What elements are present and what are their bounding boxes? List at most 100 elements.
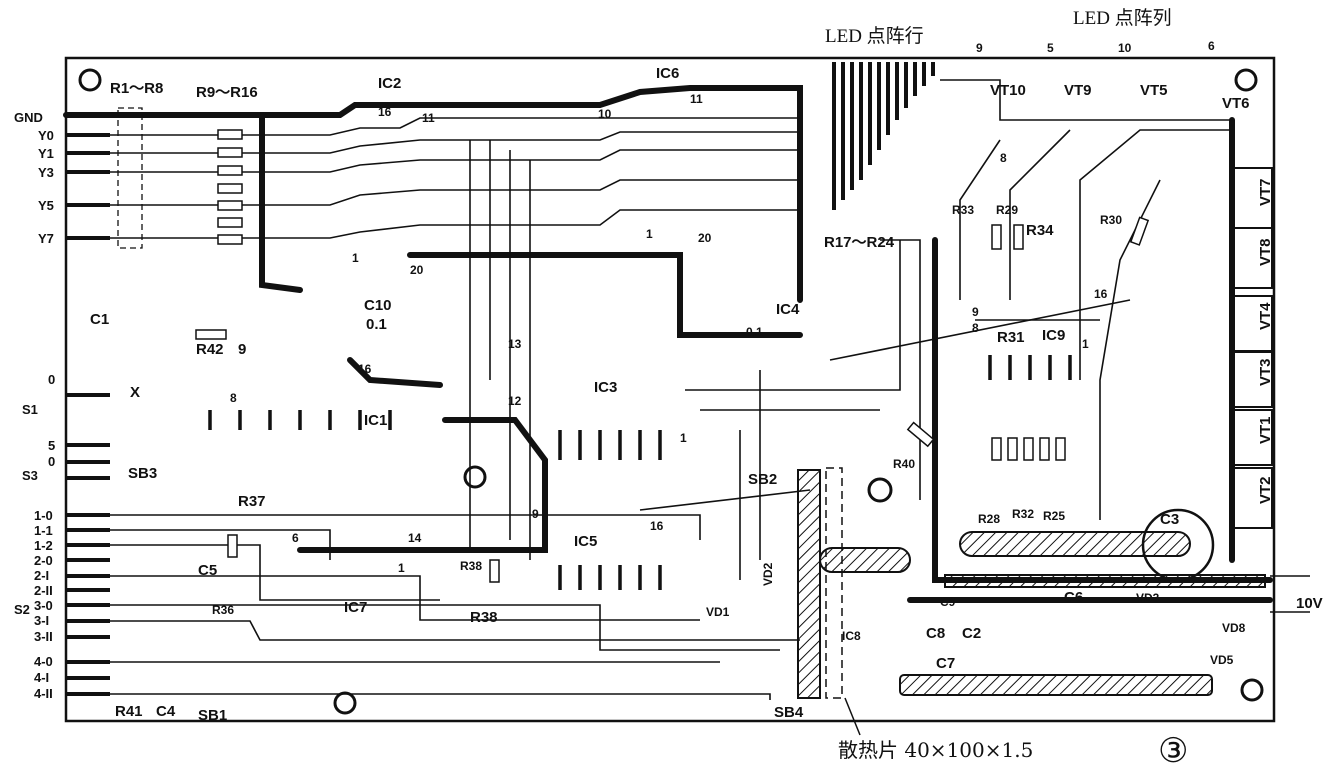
edge-3-0: 3-0 [34, 598, 53, 613]
label-c3: C3 [1160, 511, 1179, 528]
label-vd8: VD8 [1222, 621, 1246, 635]
label-vt5: VT5 [1140, 82, 1168, 99]
caption-heatsink: 散热片 40×100×1.5 [838, 738, 1033, 762]
label-ic9: IC9 [1042, 327, 1065, 344]
label-r33: R33 [952, 203, 974, 217]
label-ic8: IC8 [842, 629, 861, 643]
label-sb2: SB2 [748, 471, 777, 488]
label-c10-value: 0.1 [366, 316, 387, 333]
c3-electrolytic [1141, 508, 1215, 582]
edge-1-2: 1-2 [34, 538, 53, 553]
edge-y3: Y3 [38, 165, 54, 180]
label-vt7: VT7 [1257, 178, 1274, 206]
pin-label: 10 [598, 107, 612, 121]
pin-label: 1 [646, 227, 653, 241]
label-r9-r16: R9～R16 [196, 84, 258, 101]
label-c7: C7 [936, 655, 955, 672]
label-x: X [130, 384, 140, 401]
resistor-bodies [195, 129, 1150, 583]
edge-2-0: 2-0 [34, 553, 53, 568]
pin-label: 1 [352, 251, 359, 265]
label-sb1: SB1 [198, 707, 227, 724]
label-10v: 10V [1296, 595, 1323, 612]
power-traces [797, 469, 1266, 699]
pin-number-labels: 16 11 10 11 1 20 1 20 8 16 8 12 13 9 16 … [230, 92, 1108, 575]
label-ic3: IC3 [594, 379, 617, 396]
pin-label: 1 [398, 561, 405, 575]
label-r30: R30 [1100, 213, 1122, 227]
pin-label: 16 [650, 519, 664, 533]
board-outline [64, 56, 1276, 723]
label-vt10: VT10 [990, 82, 1026, 99]
pin-label: 14 [408, 531, 422, 545]
pin-label: 6 [292, 531, 299, 545]
edge-s-5: 5 [48, 438, 55, 453]
left-edge-fingers [66, 133, 110, 696]
edge-4-0: 4-0 [34, 654, 53, 669]
label-vd2: VD2 [761, 562, 775, 586]
label-c5: C5 [198, 562, 217, 579]
label-r40: R40 [893, 457, 915, 471]
pin-label: 16 [358, 362, 372, 376]
col-pin-10: 10 [1118, 41, 1132, 55]
pin-label: 16 [1094, 287, 1108, 301]
label-r41: R41 [115, 703, 143, 720]
label-c4: C4 [156, 703, 176, 720]
pin-label: 11 [690, 92, 703, 106]
transistor-blocks [1231, 167, 1273, 529]
label-vt1: VT1 [1257, 416, 1274, 444]
label-r32: R32 [1012, 507, 1034, 521]
heatsink-outline [825, 467, 843, 699]
r1-r8-network [117, 107, 143, 249]
pin-label: 16 [378, 105, 392, 119]
heatsink-pointer [844, 697, 861, 736]
edge-3-2: 3-II [34, 629, 53, 644]
edge-gnd: GND [14, 110, 43, 125]
pin-label: 20 [698, 231, 712, 245]
pin-label: 8 [972, 321, 979, 335]
col-pin-5: 5 [1047, 41, 1054, 55]
label-ic2: IC2 [378, 75, 401, 92]
label-r29: R29 [996, 203, 1018, 217]
label-ic4-cap: 0.1 [746, 325, 763, 339]
edge-1-0: 1-0 [34, 508, 53, 523]
col-pin-9: 9 [976, 41, 983, 55]
label-vd3: VD3 [1136, 591, 1160, 605]
bus-traces [63, 85, 1273, 603]
mounting-holes [78, 68, 1264, 715]
label-ic1: IC1 [364, 412, 387, 429]
pin-label: 9 [532, 507, 539, 521]
label-vd1: VD1 [706, 605, 730, 619]
label-r38b: R38 [470, 609, 498, 626]
label-ic7: IC7 [344, 599, 367, 616]
label-vt6: VT6 [1222, 95, 1250, 112]
edge-4-2: 4-II [34, 686, 53, 701]
edge-2-1: 2-I [34, 568, 49, 583]
pin-label: 13 [508, 337, 522, 351]
edge-s3: S3 [22, 468, 38, 483]
label-vd5: VD5 [1210, 653, 1234, 667]
label-ic4: IC4 [776, 301, 800, 318]
label-c6: C6 [1064, 589, 1083, 606]
transistor-labels: VT10 VT9 VT5 VT6 VT7 VT8 VT4 VT3 VT1 VT2 [990, 82, 1274, 504]
label-r42: R42 [196, 341, 224, 358]
label-c9: C9 [940, 595, 956, 609]
header-led-rows: LED 点阵行 [825, 25, 924, 47]
label-r28: R28 [978, 512, 1000, 526]
pin-label: 8 [1000, 151, 1007, 165]
label-vt4: VT4 [1257, 302, 1274, 330]
pin-label: 8 [230, 391, 237, 405]
label-r38a: R38 [460, 559, 482, 573]
col-pin-6: 6 [1208, 39, 1215, 53]
header-led-cols: LED 点阵列 [1073, 7, 1172, 29]
signal-traces [110, 79, 1310, 700]
label-c8: C8 [926, 625, 945, 642]
edge-s1: S1 [22, 402, 38, 417]
pin-label: 11 [422, 111, 435, 125]
label-vt3: VT3 [1257, 358, 1274, 386]
label-r1-r8: R1～R8 [110, 80, 163, 97]
edge-s-0: 0 [48, 372, 55, 387]
label-r31: R31 [997, 329, 1025, 346]
label-c1: C1 [90, 311, 109, 328]
